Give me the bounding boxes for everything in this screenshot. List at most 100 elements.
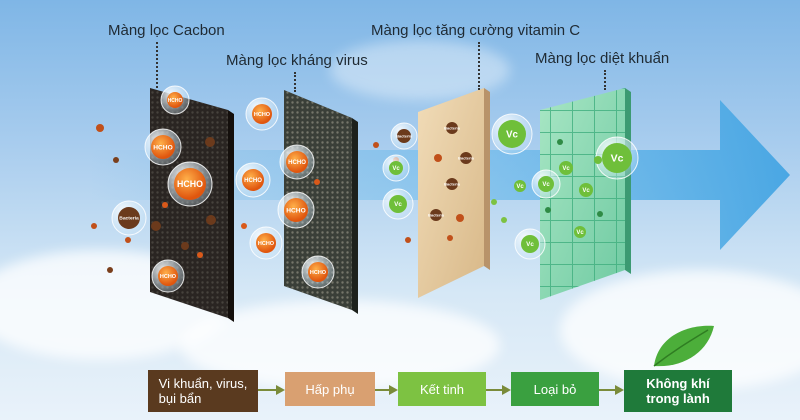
hcho-particle: HCHO xyxy=(160,85,190,115)
vc-particle: Vc xyxy=(382,188,414,220)
vc-particle: Vc xyxy=(514,180,526,192)
dust-particle xyxy=(96,124,104,132)
hcho-particle: HCHO xyxy=(151,259,185,293)
svg-text:Bacteria: Bacteria xyxy=(119,216,139,222)
label-carbon-filter: Màng lọc Cacbon xyxy=(108,22,225,39)
pointer-antivirus xyxy=(294,72,296,92)
svg-text:Bacteria: Bacteria xyxy=(444,125,461,130)
bacteria-particle xyxy=(205,137,215,147)
svg-text:Vc: Vc xyxy=(526,241,534,248)
svg-text:Vc: Vc xyxy=(394,201,402,208)
svg-text:HCHO: HCHO xyxy=(254,112,271,118)
dust-particle xyxy=(125,237,131,243)
flow-step-2-label: Hấp phụ xyxy=(305,381,355,397)
hcho-particle: HCHO xyxy=(301,255,335,289)
flow-step-4-label: Loại bỏ xyxy=(533,381,577,397)
bacteria-particle: Bacteria xyxy=(390,122,418,150)
bacteria-particle: Bacteria xyxy=(111,200,147,236)
flow-arrow xyxy=(276,385,285,395)
vc-particle: Vc xyxy=(595,136,639,180)
dust-particle xyxy=(597,211,603,217)
dust-particle xyxy=(314,179,320,185)
pointer-vitamin-c xyxy=(478,42,480,90)
dust-particle xyxy=(162,202,168,208)
svg-text:HCHO: HCHO xyxy=(153,144,172,151)
vc-particle xyxy=(594,156,602,164)
dust-particle xyxy=(113,157,119,163)
bacteria-particle: Bacteria xyxy=(458,152,475,164)
vc-particle: Vc xyxy=(574,226,586,238)
svg-text:Vc: Vc xyxy=(582,188,590,194)
svg-text:HCHO: HCHO xyxy=(310,270,327,276)
vc-particle: Vc xyxy=(559,161,573,175)
vc-particle: Vc xyxy=(491,113,533,155)
flow-connector xyxy=(486,389,502,391)
flow-arrow xyxy=(389,385,398,395)
svg-text:Vc: Vc xyxy=(516,184,524,190)
bacteria-particle: Bacteria xyxy=(428,209,445,221)
bacteria-particle xyxy=(206,215,216,225)
svg-text:Bacteria: Bacteria xyxy=(396,133,413,138)
svg-text:Bacteria: Bacteria xyxy=(444,181,461,186)
vc-particle: Vc xyxy=(382,154,410,182)
flow-connector xyxy=(375,389,389,391)
svg-text:HCHO: HCHO xyxy=(244,178,262,184)
svg-text:Vc: Vc xyxy=(562,166,570,172)
hcho-particle: HCHO xyxy=(167,161,213,207)
svg-text:HCHO: HCHO xyxy=(258,241,275,247)
dust-particle xyxy=(557,139,563,145)
flow-connector xyxy=(258,389,276,391)
svg-text:HCHO: HCHO xyxy=(177,179,203,189)
leaf-icon xyxy=(653,325,714,367)
dust-particle xyxy=(91,223,97,229)
dust-particle xyxy=(545,207,551,213)
vc-particle: Vc xyxy=(514,228,546,260)
hcho-particle: HCHO xyxy=(245,97,279,131)
flow-arrow xyxy=(615,385,624,395)
flow-step-5-line2: trong lành xyxy=(646,391,710,406)
dust-particle xyxy=(241,223,247,229)
flow-step-1-line1: Vi khuẩn, virus, xyxy=(158,376,248,391)
svg-text:Vc: Vc xyxy=(576,230,584,236)
svg-text:Vc: Vc xyxy=(542,182,550,188)
flow-step-5-line1: Không khí xyxy=(646,376,710,391)
pointer-carbon xyxy=(156,42,158,88)
hcho-particle: HCHO xyxy=(279,144,315,180)
flow-connector xyxy=(599,389,615,391)
svg-text:HCHO: HCHO xyxy=(286,207,305,214)
svg-text:HCHO: HCHO xyxy=(160,274,177,280)
svg-text:Vc: Vc xyxy=(392,166,400,172)
label-vitamin-c-filter: Màng lọc tăng cường vitamin C xyxy=(371,22,581,39)
hcho-particle: HCHO xyxy=(249,226,283,260)
dust-particle xyxy=(405,237,411,243)
hcho-particle: HCHO xyxy=(144,128,182,166)
pointer-antibacterial xyxy=(604,70,606,90)
flow-step-3-label: Kết tinh xyxy=(419,381,465,397)
dust-particle xyxy=(447,235,453,241)
flow-arrow xyxy=(502,385,511,395)
vc-particle: Vc xyxy=(579,183,593,197)
dust-particle xyxy=(456,214,464,222)
vitamin-c-filter xyxy=(418,88,484,298)
dust-particle xyxy=(373,142,379,148)
dust-particle xyxy=(107,267,113,273)
hcho-particle: HCHO xyxy=(235,162,271,198)
svg-text:Bacteria: Bacteria xyxy=(428,212,445,217)
dust-particle xyxy=(491,199,497,205)
svg-text:Vc: Vc xyxy=(506,129,519,140)
flow-step-removal: Loại bỏ xyxy=(511,372,599,406)
dust-particle xyxy=(197,252,203,258)
bacteria-particle: Bacteria xyxy=(444,122,461,134)
svg-text:Vc: Vc xyxy=(611,153,624,165)
bacteria-particle: Bacteria xyxy=(444,178,461,190)
svg-text:HCHO: HCHO xyxy=(288,160,306,166)
dust-particle xyxy=(501,217,507,223)
svg-text:HCHO: HCHO xyxy=(168,98,183,104)
flow-step-contaminants: Vi khuẩn, virus, bụi bẩn xyxy=(148,370,258,412)
dust-particle xyxy=(434,154,442,162)
hcho-particle: HCHO xyxy=(277,191,315,229)
vc-particle: Vc xyxy=(531,169,561,199)
label-antivirus-filter: Màng lọc kháng virus xyxy=(226,52,368,69)
